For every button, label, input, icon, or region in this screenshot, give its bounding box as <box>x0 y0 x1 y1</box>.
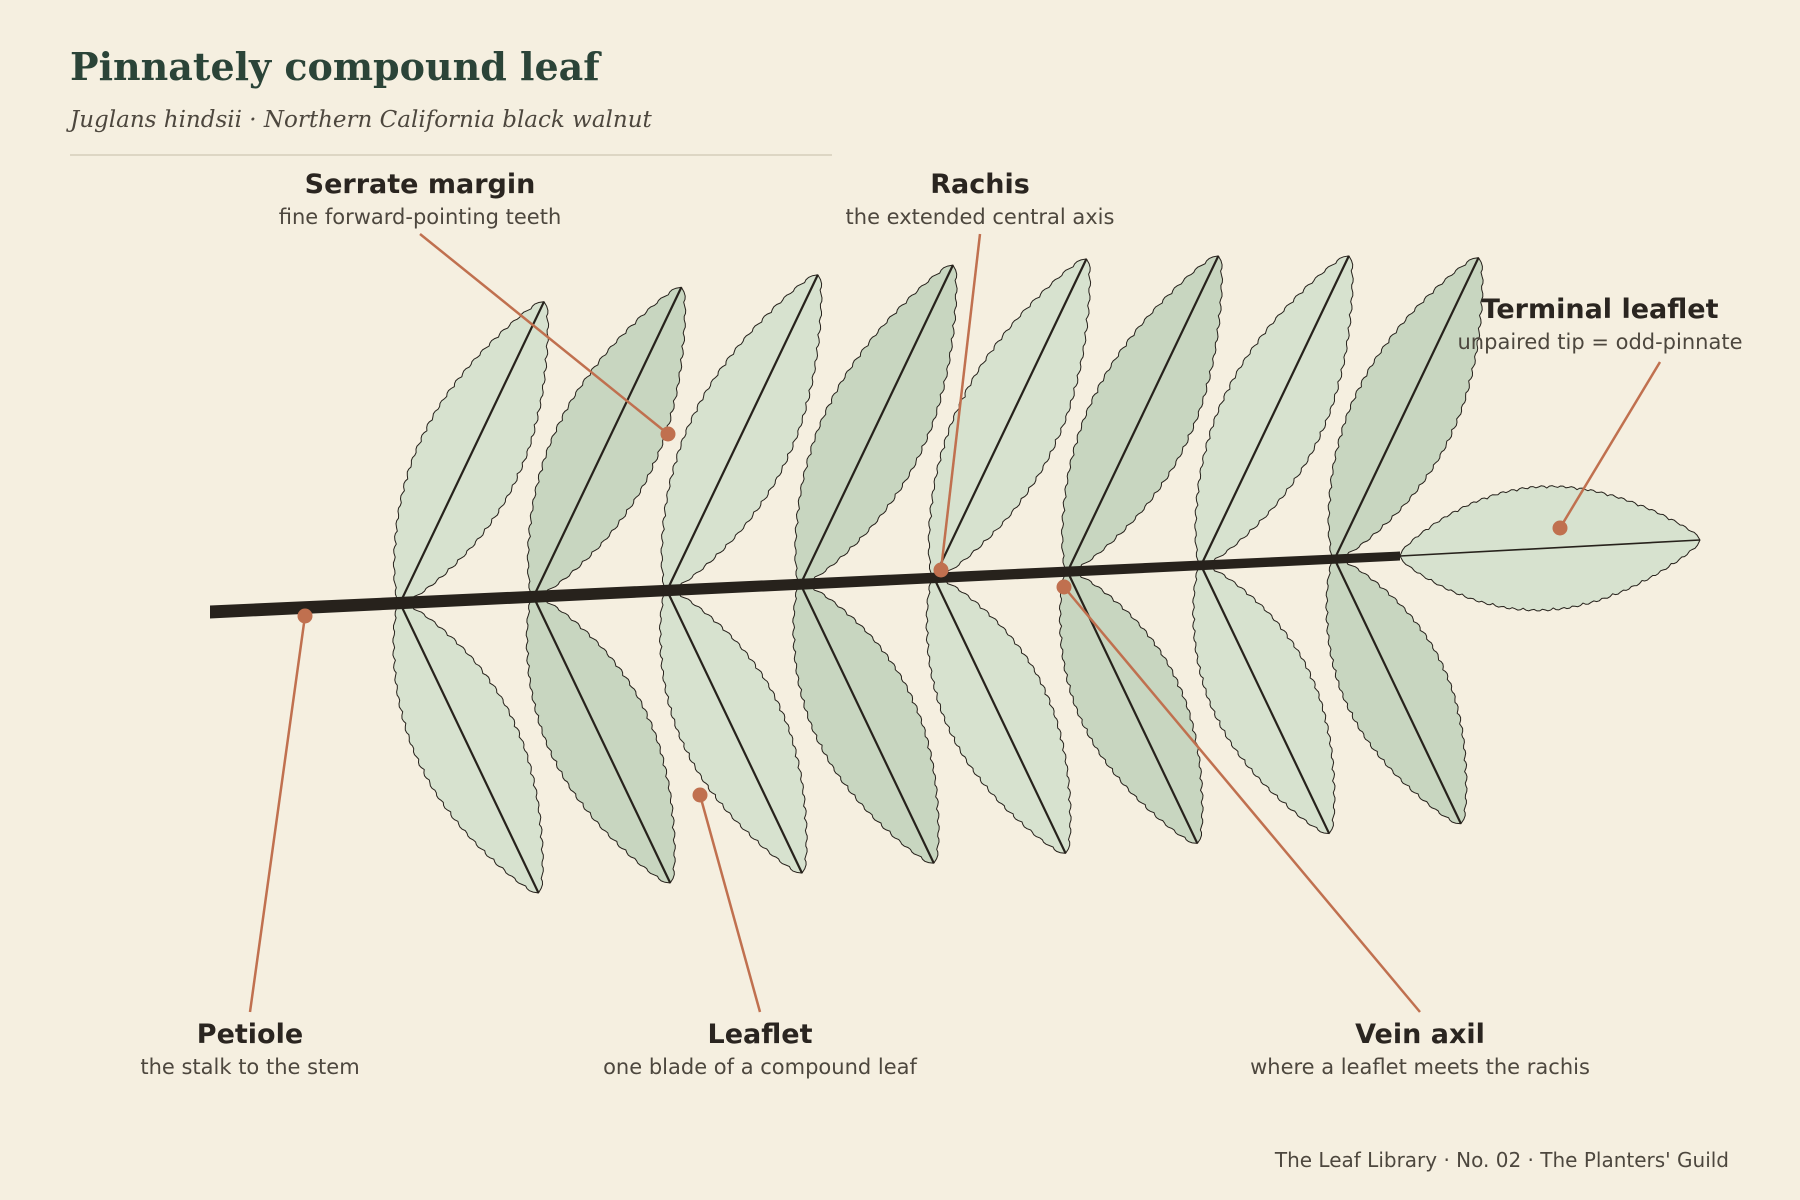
callout-dot-petiole <box>297 608 313 624</box>
label-serrate-margin: Serrate margin fine forward-pointing tee… <box>279 169 562 231</box>
leaflet-midrib-down-8 <box>1333 558 1462 825</box>
label-leaflet-desc: one blade of a compound leaf <box>603 1055 917 1079</box>
callout-dot-serrate <box>660 426 676 442</box>
leaflet-midrib-up-7 <box>1200 255 1350 566</box>
label-leaflet: Leaflet one blade of a compound leaf <box>603 1019 917 1081</box>
callout-line-leaflet <box>698 794 762 1013</box>
label-vein-axil: Vein axil where a leaflet meets the rach… <box>1250 1019 1590 1081</box>
page-title: Pinnately compound leaf <box>70 44 600 89</box>
callout-line-petiole <box>248 615 307 1013</box>
label-serrate-margin-desc: fine forward-pointing teeth <box>278 205 562 229</box>
leaflet-down-7 <box>1191 564 1336 835</box>
leaflet-midrib-down-7 <box>1200 564 1331 835</box>
leaflet-group <box>392 255 1484 894</box>
terminal-leaflet <box>1399 485 1701 612</box>
callout-group <box>248 233 1662 1013</box>
callout-line-axil <box>1063 586 1421 1013</box>
rachis-stalk <box>210 551 1400 619</box>
leaflet-down-8 <box>1325 558 1468 825</box>
leaflet-midrib-down-4 <box>799 583 935 864</box>
callout-line-terminal <box>1558 361 1662 529</box>
callout-dot-leaflet <box>692 787 708 803</box>
label-rachis-name: Rachis <box>930 169 1030 200</box>
leaflet-midrib-down-1 <box>399 602 540 894</box>
footer-credit: The Leaf Library · No. 02 · The Planters… <box>1274 1148 1729 1172</box>
leaflet-midrib-up-4 <box>799 264 954 585</box>
label-terminal-leaflet-name: Terminal leaflet <box>1481 294 1719 325</box>
label-petiole: Petiole the stalk to the stem <box>140 1019 359 1081</box>
leaflet-midrib-up-5 <box>933 258 1088 579</box>
label-terminal-leaflet-desc: unpaired tip = odd-pinnate <box>1457 330 1743 354</box>
leaflet-midrib-up-6 <box>1066 255 1220 573</box>
callout-dot-terminal <box>1552 520 1568 536</box>
leaflet-midrib-down-2 <box>532 596 672 884</box>
callout-line-serrate <box>419 233 669 435</box>
leaflet-midrib-down-3 <box>666 590 804 874</box>
callout-line-rachis <box>939 233 982 571</box>
title-divider <box>70 154 832 156</box>
callout-dot-axil <box>1056 579 1072 595</box>
leaflet-midrib-up-8 <box>1333 257 1480 560</box>
leaflet-midrib-down-5 <box>933 577 1067 854</box>
leaflet-midrib-up-2 <box>532 286 683 598</box>
leaflet-midrib-up-1 <box>399 301 545 604</box>
label-vein-axil-name: Vein axil <box>1355 1019 1485 1050</box>
callout-dot-rachis <box>933 562 949 578</box>
label-leaflet-name: Leaflet <box>707 1019 813 1050</box>
label-rachis: Rachis the extended central axis <box>846 169 1115 231</box>
leaflet-down-5 <box>925 577 1072 854</box>
label-vein-axil-desc: where a leaflet meets the rachis <box>1250 1055 1590 1079</box>
label-serrate-margin-name: Serrate margin <box>304 169 536 200</box>
label-rachis-desc: the extended central axis <box>845 205 1115 229</box>
label-terminal-leaflet: Terminal leaflet unpaired tip = odd-pinn… <box>1458 294 1743 356</box>
leaflet-midrib-up-3 <box>666 274 819 591</box>
page-subtitle: Juglans hindsii · Northern California bl… <box>70 107 652 133</box>
label-petiole-desc: the stalk to the stem <box>140 1055 360 1079</box>
label-petiole-name: Petiole <box>196 1019 304 1050</box>
terminal-leaflet-midrib <box>1399 539 1701 557</box>
